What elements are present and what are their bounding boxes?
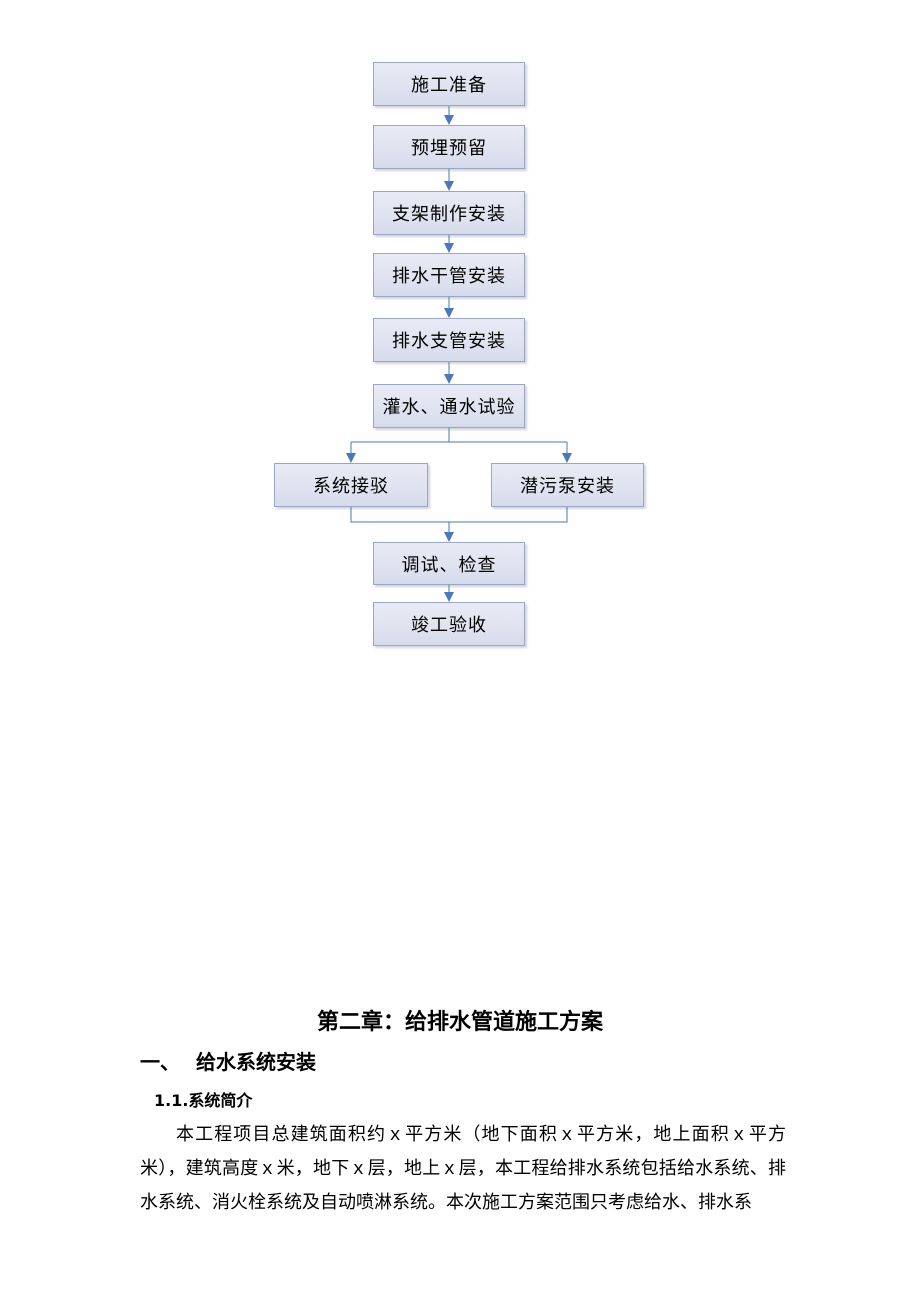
step-label: 预埋预留	[411, 138, 487, 159]
step-prepare: 施工准备	[373, 62, 525, 106]
step-label: 调试、检查	[401, 554, 497, 576]
step-embed: 预埋预留	[373, 125, 525, 169]
step-label: 竣工验收	[411, 615, 487, 636]
step-system-connect: 系统接驳	[274, 463, 428, 507]
step-sump-pump: 潜污泵安装	[491, 463, 644, 507]
step-bracket: 支架制作安装	[373, 191, 525, 235]
chapter-title: 第二章：给排水管道施工方案	[316, 1010, 603, 1035]
step-label: 排水支管安装	[392, 331, 506, 352]
step-main-pipe: 排水干管安装	[373, 253, 525, 297]
step-label: 潜污泵安装	[520, 476, 615, 497]
step-water-test: 灌水、通水试验	[373, 384, 525, 428]
step-label: 灌水、通水试验	[382, 397, 516, 418]
merge-connector	[350, 507, 568, 523]
section-title: 给水系统安装	[196, 1050, 316, 1074]
step-label: 施工准备	[411, 75, 487, 96]
step-label: 系统接驳	[313, 476, 389, 497]
step-label: 支架制作安装	[392, 204, 506, 225]
step-debug-inspect: 调试、检查	[373, 542, 525, 585]
subsection-heading: 1.1.系统简介	[154, 1091, 253, 1110]
step-branch-pipe: 排水支管安装	[373, 318, 525, 362]
branch-connector	[351, 428, 450, 443]
step-label: 排水干管安装	[392, 266, 506, 287]
flowchart-connectors	[346, 106, 572, 602]
section-heading: 一、给水系统安装	[140, 1046, 316, 1075]
section-number: 一、	[140, 1050, 180, 1074]
step-acceptance: 竣工验收	[373, 602, 525, 646]
body-paragraph: 本工程项目总建筑面积约ｘ平方米（地下面积ｘ平方米，地上面积ｘ平方米），建筑高度ｘ…	[140, 1124, 786, 1213]
